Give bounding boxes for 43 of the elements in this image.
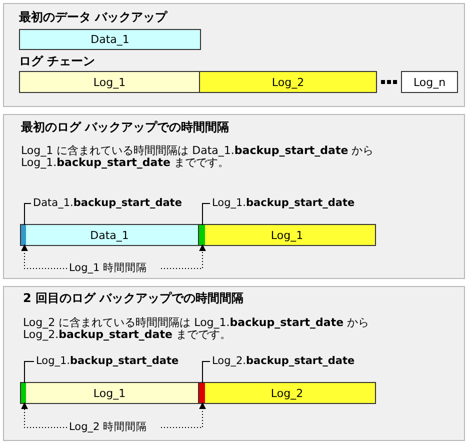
start-marker [21, 383, 26, 403]
bar-label: Log_2 [270, 386, 304, 400]
interval-label: Log_1 時間間隔 [69, 261, 159, 275]
description-text: Log_2 に含まれている時間間隔は Log_1.backup_start_date から Log_2.backup_start_date までです。 [23, 317, 370, 341]
panel [3, 286, 465, 441]
bar-label: Log_2 [272, 76, 304, 88]
timestamp-label: Log_2.backup_start_date [212, 354, 387, 368]
leader-line [24, 203, 32, 226]
leader-line [24, 361, 34, 384]
bar-label: Data_1 [90, 33, 130, 46]
timestamp-label: Log_1.backup_start_date [212, 196, 387, 210]
leader-line [202, 361, 210, 384]
start-marker [21, 225, 26, 245]
leader-line [202, 203, 210, 226]
panel [3, 3, 465, 107]
description-text: Log_1 に含まれている時間間隔は Data_1.backup_start_date から Log_1.backup_start_date までです。 [21, 145, 375, 169]
panel [3, 114, 465, 279]
arrow [160, 402, 206, 428]
log-backup-bar [20, 382, 199, 404]
bar-label: Log_1 [93, 76, 126, 88]
log-backup-bar [199, 71, 377, 93]
timestamp-label: Log_1.backup_start_date [36, 354, 198, 368]
arrow [21, 244, 68, 269]
log-backup-bar [401, 71, 458, 93]
interval-label: Log_2 時間間隔 [69, 420, 159, 434]
arrow [21, 402, 68, 428]
section-heading: 最初のログ バックアップでの時間間隔 [21, 121, 230, 133]
data-backup-bar [20, 224, 199, 246]
section-heading: 2 回目のログ バックアップでの時間間隔 [23, 292, 244, 304]
data-backup-bar [19, 29, 201, 50]
log-backup-bar [198, 224, 376, 246]
section-heading: ログ チェーン [19, 55, 96, 67]
start-marker [199, 225, 205, 245]
bar-label: Log_1 [93, 386, 126, 400]
bar-label: Log_1 [270, 228, 304, 242]
section-heading: 最初のデータ バックアップ [19, 11, 168, 23]
timestamp-label: Data_1.backup_start_date [33, 196, 198, 210]
bar-label: Data_1 [90, 228, 129, 242]
start-marker [199, 383, 205, 403]
log-backup-bar [19, 71, 200, 93]
arrow [160, 244, 206, 269]
bar-label: Log_n [413, 76, 446, 88]
log-backup-bar [198, 382, 376, 404]
